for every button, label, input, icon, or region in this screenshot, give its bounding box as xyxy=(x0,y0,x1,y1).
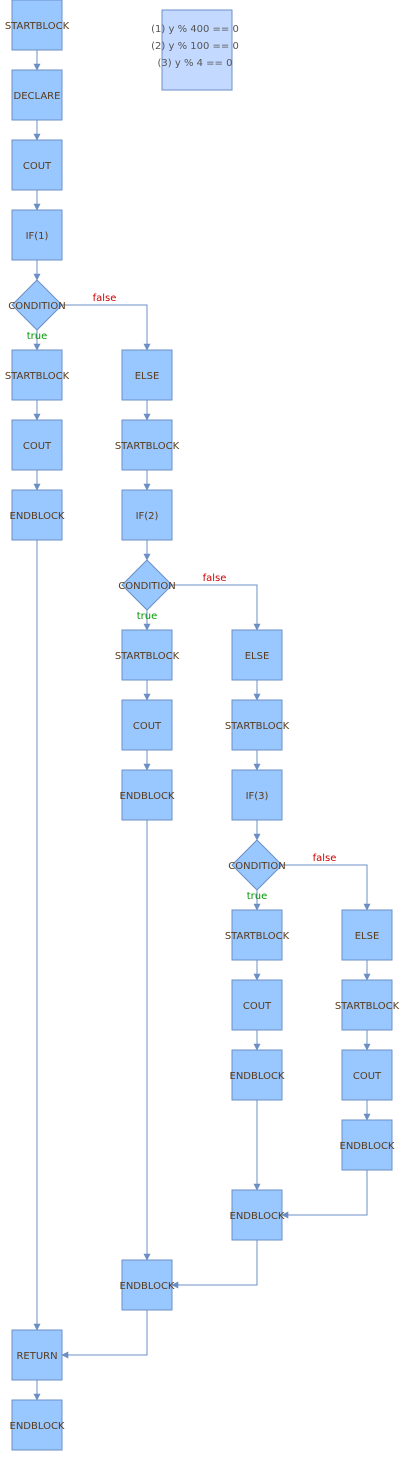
node-label-n7: ENDBLOCK xyxy=(10,511,65,522)
node-box-n20 xyxy=(341,909,393,961)
node-box-n16 xyxy=(231,769,283,821)
conditions-note: (1) y % 400 == 0 (2) y % 100 == 0 (3) y % … xyxy=(151,9,239,91)
node-box-n6 xyxy=(11,419,63,471)
node-box-n24 xyxy=(231,1189,283,1241)
false-label-1: false xyxy=(93,293,117,304)
node-box-n22 xyxy=(341,1049,393,1101)
node-box-n13 xyxy=(121,769,173,821)
condition-line-2: (2) y % 100 == 0 xyxy=(151,41,239,52)
false-label-2: false xyxy=(203,573,227,584)
node-label-d3: CONDITION xyxy=(228,861,285,872)
true-label-1: true xyxy=(27,331,48,342)
node-diamond-d2 xyxy=(121,559,173,611)
edge-labels-layer: true false true false true false xyxy=(27,293,337,902)
edge-n25-n26 xyxy=(61,1310,148,1359)
node-label-n8: ELSE xyxy=(135,371,160,382)
node-label-n16: IF(3) xyxy=(246,791,269,802)
node-label-n5: STARTBLOCK xyxy=(5,371,70,382)
node-label-n24: ENDBLOCK xyxy=(230,1211,285,1222)
node-box-n3 xyxy=(11,139,63,191)
node-label-n13: ENDBLOCK xyxy=(120,791,175,802)
node-box-n25 xyxy=(121,1259,173,1311)
node-box-n14 xyxy=(231,629,283,681)
node-box-n10 xyxy=(121,489,173,541)
node-label-n19: ENDBLOCK xyxy=(230,1071,285,1082)
true-label-2: true xyxy=(137,611,158,622)
node-box-n27 xyxy=(11,1399,63,1451)
node-label-n12: COUT xyxy=(133,721,162,732)
node-diamond-d3 xyxy=(231,839,283,891)
node-box-n7 xyxy=(11,489,63,541)
node-label-n15: STARTBLOCK xyxy=(225,721,290,732)
node-label-n26: RETURN xyxy=(16,1351,57,1362)
node-label-n1: STARTBLOCK xyxy=(5,21,70,32)
node-box-n23 xyxy=(341,1119,393,1171)
node-label-n3: COUT xyxy=(23,161,52,172)
node-box-n1 xyxy=(11,0,63,51)
node-box-n18 xyxy=(231,979,283,1031)
node-label-n9: STARTBLOCK xyxy=(115,441,180,452)
node-box-n26 xyxy=(11,1329,63,1381)
node-box-n12 xyxy=(121,699,173,751)
edge-d2-n14-false xyxy=(172,584,261,631)
node-label-n14: ELSE xyxy=(245,651,270,662)
condition-line-1: (1) y % 400 == 0 xyxy=(151,24,239,35)
nodes-layer: STARTBLOCK DECLARE COUT IF(1) CONDITION START… xyxy=(5,0,400,1451)
node-box-n15 xyxy=(231,699,283,751)
node-box-n21 xyxy=(341,979,393,1031)
node-label-n20: ELSE xyxy=(355,931,380,942)
node-diamond-d1 xyxy=(11,279,63,331)
node-label-n6: COUT xyxy=(23,441,52,452)
node-box-n9 xyxy=(121,419,173,471)
node-box-n4 xyxy=(11,209,63,261)
edge-n23-n24 xyxy=(281,1170,368,1219)
node-box-n17 xyxy=(231,909,283,961)
node-label-n10: IF(2) xyxy=(136,511,159,522)
edge-d3-n20-false xyxy=(282,864,371,911)
edge-d1-n8-false xyxy=(62,304,151,351)
node-box-n11 xyxy=(121,629,173,681)
true-label-3: true xyxy=(247,891,268,902)
node-box-n19 xyxy=(231,1049,283,1101)
node-label-n23: ENDBLOCK xyxy=(340,1141,395,1152)
node-box-n2 xyxy=(11,69,63,121)
node-label-n11: STARTBLOCK xyxy=(115,651,180,662)
false-label-3: false xyxy=(313,853,337,864)
node-box-n5 xyxy=(11,349,63,401)
node-label-n22: COUT xyxy=(353,1071,382,1082)
node-label-d1: CONDITION xyxy=(8,301,65,312)
node-label-n2: DECLARE xyxy=(14,91,61,102)
node-label-n4: IF(1) xyxy=(26,231,49,242)
edge-n24-n25 xyxy=(171,1240,258,1289)
edges-layer xyxy=(33,50,371,1401)
node-label-d2: CONDITION xyxy=(118,581,175,592)
conditions-note-box xyxy=(161,9,233,91)
node-label-n21: STARTBLOCK xyxy=(335,1001,400,1012)
node-label-n27: ENDBLOCK xyxy=(10,1421,65,1432)
condition-line-3: (3) y % 4 == 0 xyxy=(158,58,233,69)
node-label-n17: STARTBLOCK xyxy=(225,931,290,942)
node-label-n25: ENDBLOCK xyxy=(120,1281,175,1292)
node-box-n8 xyxy=(121,349,173,401)
node-label-n18: COUT xyxy=(243,1001,272,1012)
